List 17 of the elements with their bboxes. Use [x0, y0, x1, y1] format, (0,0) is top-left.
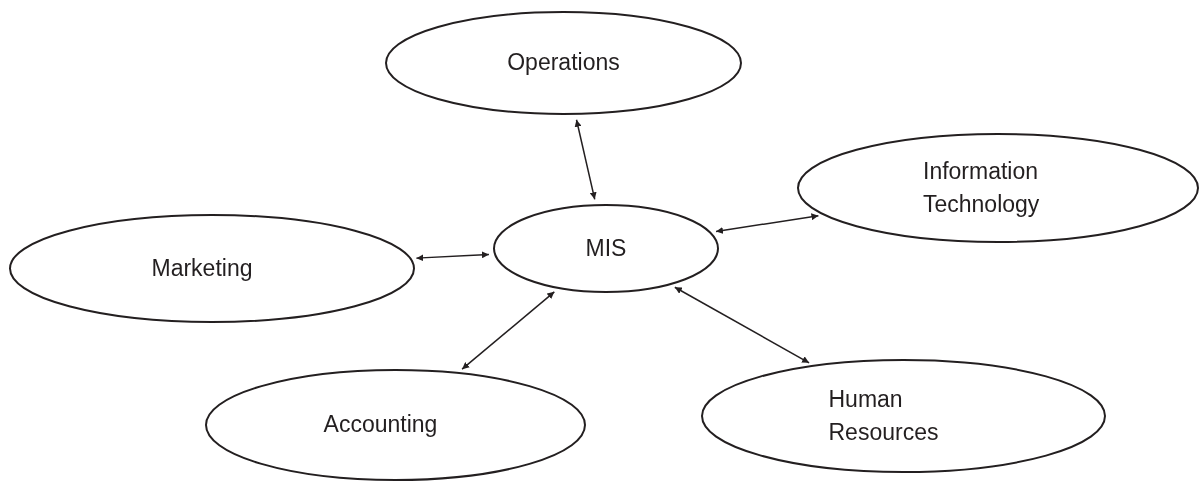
node-label: Accounting — [323, 410, 438, 440]
double-arrow — [715, 213, 820, 234]
ellipse-node — [206, 370, 585, 480]
node-label: Marketing — [151, 253, 253, 283]
ellipse-node — [386, 12, 741, 114]
double-arrow — [574, 119, 597, 201]
node-label: Human Resources — [828, 384, 940, 447]
double-arrow — [674, 286, 810, 364]
ellipse-node — [798, 134, 1198, 242]
node-label: MIS — [585, 233, 627, 263]
node-label: Information Technology — [923, 156, 1041, 219]
ellipse-node — [702, 360, 1105, 472]
node-label: Operations — [507, 48, 620, 78]
ellipse-node — [494, 205, 718, 292]
ellipse-node — [10, 215, 414, 322]
double-arrow — [461, 291, 556, 370]
double-arrow — [415, 251, 490, 262]
